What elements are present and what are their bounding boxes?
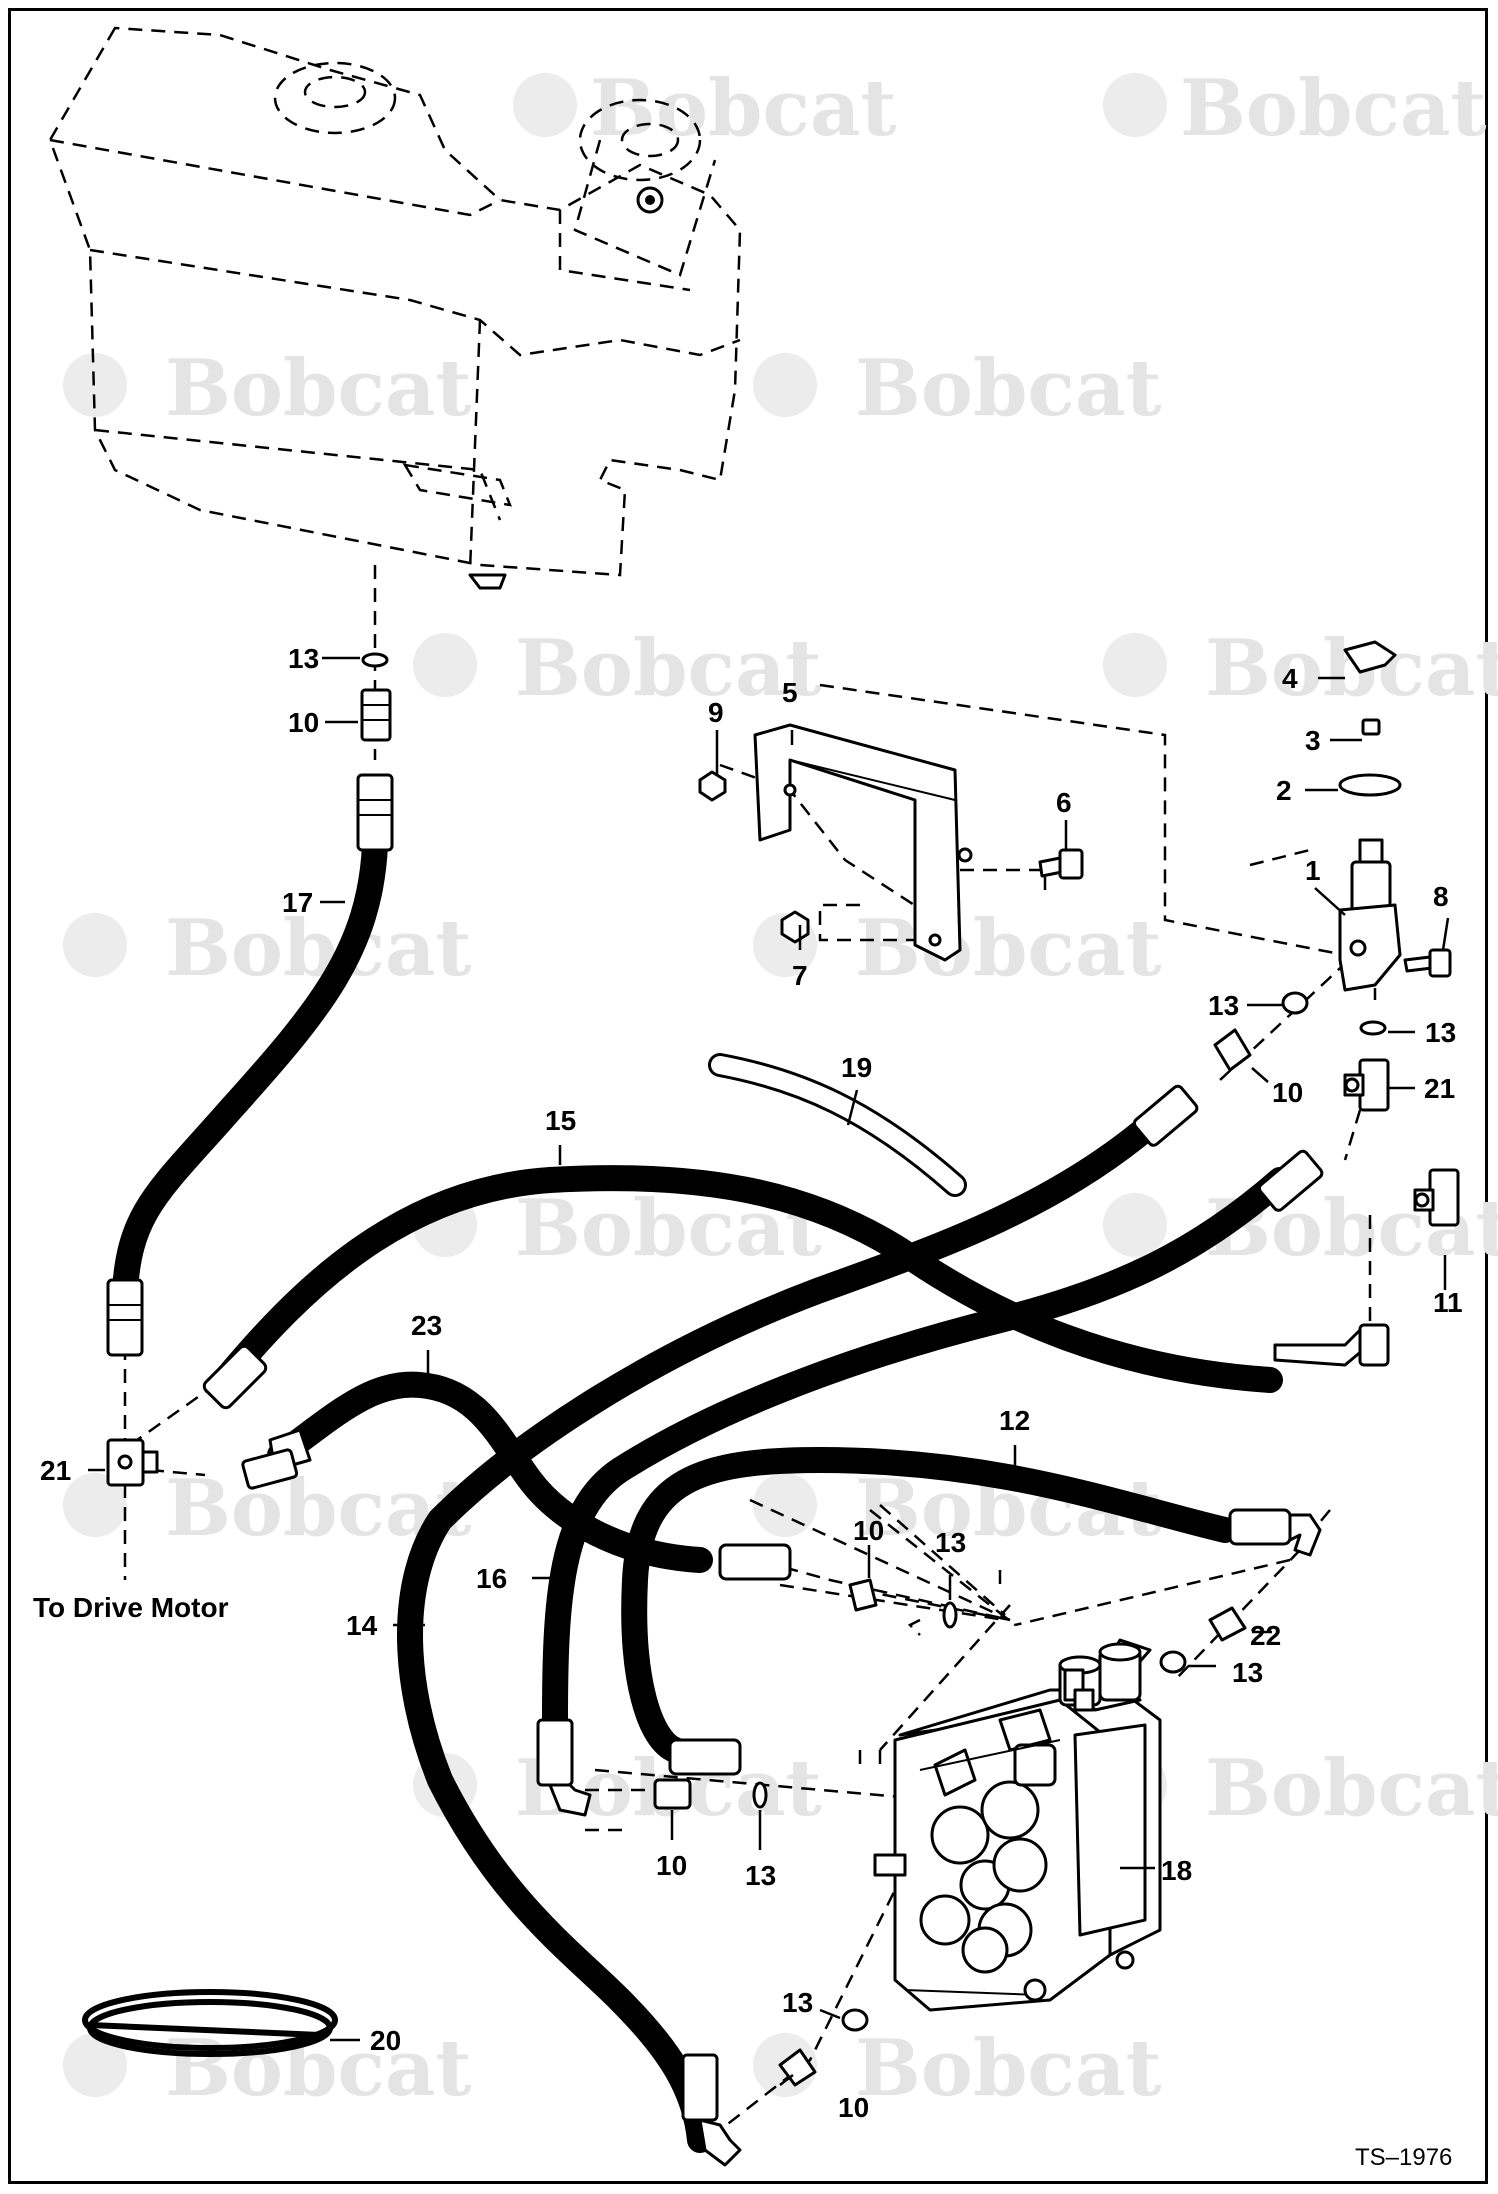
callout-8: 8: [1433, 881, 1449, 912]
svg-text:Bobcat: Bobcat: [855, 343, 1162, 434]
adapter-fitting: [1213, 1028, 1252, 1072]
watermark: Bobcat: [513, 63, 897, 154]
callout-3: 3: [1305, 725, 1321, 756]
callout-13: 13: [288, 643, 319, 674]
watermark: Bobcat: [753, 343, 1162, 434]
nut-7: [780, 910, 810, 944]
washer-2: [1338, 773, 1402, 797]
o-ring: [1281, 991, 1309, 1015]
watermark: Bobcat: [1103, 623, 1498, 714]
callout-13: 13: [782, 1987, 813, 2018]
bracket: [753, 723, 962, 962]
callout-10: 10: [838, 2092, 869, 2123]
hose-23: [267, 1371, 713, 1573]
callout-20: 20: [370, 2025, 401, 2056]
svg-text:Bobcat: Bobcat: [1205, 1743, 1498, 1834]
tee-fitting-right: [1343, 1058, 1390, 1112]
callout-19: 19: [841, 1052, 872, 1083]
o-ring: [841, 2008, 869, 2032]
callout-labels: 13 10 17 21 To Drive Motor 9 5 6 7 4 3 2…: [33, 643, 1463, 2171]
watermark: Bobcat: [1103, 63, 1487, 154]
callout-16: 16: [476, 1563, 507, 1594]
callout-10: 10: [853, 1515, 884, 1546]
hose-fittings: [106, 773, 1390, 2167]
adapter-fitting: [360, 688, 392, 742]
svg-text:Bobcat: Bobcat: [515, 623, 822, 714]
watermark: Bobcat: [63, 903, 472, 994]
svg-text:Bobcat: Bobcat: [165, 903, 472, 994]
callout-13: 13: [1232, 1657, 1263, 1688]
hose-15: [212, 1165, 1283, 1393]
callout-4: 4: [1282, 663, 1298, 694]
callout-13: 13: [935, 1527, 966, 1558]
adapter-fitting: [653, 1778, 692, 1810]
callout-9: 9: [708, 697, 724, 728]
callout-13: 13: [745, 1860, 776, 1891]
cap-4: [1343, 640, 1397, 674]
fitting-22: [1208, 1606, 1247, 1642]
callout-18: 18: [1161, 1855, 1192, 1886]
o-ring: [1159, 1650, 1187, 1674]
adapter-fitting: [848, 1578, 878, 1612]
callout-14: 14: [346, 1610, 378, 1641]
diagram-frame: [8, 8, 1488, 2184]
note-to-drive-motor: To Drive Motor: [33, 1592, 229, 1623]
callout-15: 15: [545, 1105, 576, 1136]
leader-lines: [88, 656, 1450, 2086]
valve-1: [1338, 838, 1402, 992]
callout-6: 6: [1056, 787, 1072, 818]
callout-1: 1: [1305, 855, 1321, 886]
o-ring: [1359, 1020, 1387, 1036]
tube-coil-20: [82, 1989, 338, 2057]
hose-17: [112, 832, 388, 1303]
svg-text:Bobcat: Bobcat: [1180, 63, 1487, 154]
callout-17: 17: [282, 887, 313, 918]
o-ring: [752, 1781, 768, 1809]
callout-13: 13: [1425, 1017, 1456, 1048]
drawing-number: TS–1976: [1355, 2144, 1452, 2171]
bolt-8: [1403, 955, 1434, 973]
callout-10: 10: [656, 1850, 687, 1881]
hydraulic-tank: [48, 26, 742, 590]
nut-9: [698, 770, 727, 802]
hose-14: [397, 1112, 1163, 2153]
svg-text:Bobcat: Bobcat: [1205, 623, 1498, 714]
hoses: [112, 832, 1293, 2153]
callout-2: 2: [1276, 775, 1292, 806]
watermark: Bobcat: [1103, 1743, 1498, 1834]
control-valve-18: [873, 1638, 1162, 2012]
callout-10: 10: [1272, 1077, 1303, 1108]
callout-11: 11: [1433, 1287, 1463, 1318]
watermark: Bobcat: [753, 903, 1162, 994]
o-ring: [361, 652, 389, 668]
callout-13: 13: [1208, 990, 1239, 1021]
hose-16: [542, 1167, 1293, 1733]
watermark: Bobcat: [63, 343, 472, 434]
callout-10: 10: [288, 707, 319, 738]
svg-text:Bobcat: Bobcat: [590, 63, 897, 154]
svg-text:Bobcat: Bobcat: [855, 2023, 1162, 2114]
svg-text:Bobcat: Bobcat: [855, 903, 1162, 994]
watermark: Bobcat: [63, 2023, 472, 2114]
callout-12: 12: [999, 1405, 1030, 1436]
callout-23: 23: [411, 1310, 442, 1341]
small-parts: [82, 640, 1460, 2087]
part-3: [1361, 718, 1381, 736]
svg-text:Bobcat: Bobcat: [165, 343, 472, 434]
tee-fitting-11: [1413, 1168, 1460, 1227]
callout-22: 22: [1250, 1620, 1281, 1651]
callout-5: 5: [782, 677, 798, 708]
callout-7: 7: [792, 960, 808, 991]
assembly-lines: [123, 565, 1377, 2131]
o-ring: [942, 1601, 958, 1629]
watermark: Bobcat: [413, 623, 822, 714]
callout-21: 21: [40, 1455, 71, 1486]
hose-12: [621, 1447, 1238, 1763]
callout-21: 21: [1424, 1073, 1455, 1104]
